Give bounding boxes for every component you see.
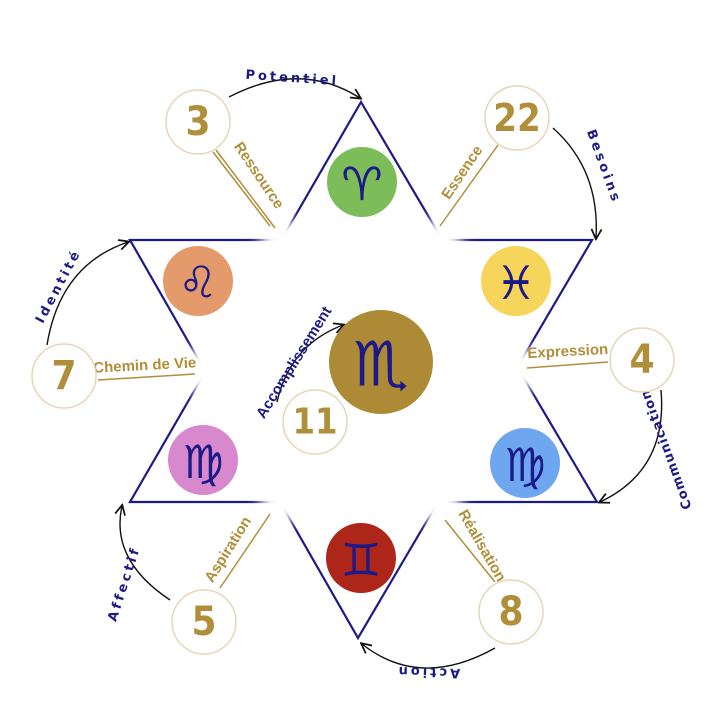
virgo-icon: ♍︎ [504, 438, 545, 492]
number-4: 4 [629, 337, 654, 383]
pisces-icon: ♓︎ [495, 256, 536, 310]
label-identite: Identité [33, 247, 85, 326]
label-action: Action [395, 663, 460, 680]
gemini-icon: ♊︎ [340, 533, 381, 587]
sign-scorpio: ♏︎ [329, 310, 433, 414]
number-3: 3 [185, 99, 210, 145]
label-affectif: Affectif [105, 544, 143, 623]
aries-icon: ♈︎ [341, 157, 382, 211]
number-circle-22 [484, 85, 550, 151]
arrow-action [362, 644, 496, 669]
number-circle-7 [31, 343, 97, 409]
label-communication: Communication [638, 387, 695, 511]
label-realisation: Réalisation [455, 507, 510, 585]
sign-gemini: ♊︎ [326, 523, 396, 593]
number-circle-11 [282, 389, 348, 455]
number-8: 8 [498, 589, 523, 635]
number-5: 5 [191, 599, 216, 645]
label-expression: Expression [527, 341, 609, 362]
label-ressource: Ressource [230, 139, 287, 212]
sign-virgo-left: ♍︎ [168, 425, 238, 495]
arrows [46, 78, 663, 669]
virgo-icon: ♍︎ [182, 435, 223, 489]
scorpio-icon: ♏︎ [353, 328, 409, 401]
leo-icon: ♌︎ [178, 258, 217, 309]
sign-leo: ♌︎ [163, 246, 233, 316]
number-7: 7 [51, 353, 76, 399]
number-circle-5 [171, 589, 237, 655]
number-11: 11 [292, 402, 337, 443]
sign-aries: ♈︎ [327, 147, 397, 217]
arrow-accomplissement [276, 325, 343, 403]
label-potentiel: Potentiel [245, 68, 340, 89]
arrow-identite [46, 242, 128, 346]
arrow-communication [600, 389, 663, 502]
number-22: 22 [493, 96, 541, 140]
number-circle-3 [165, 89, 231, 155]
sign-pisces: ♓︎ [481, 246, 551, 316]
arrow-potentiel [228, 78, 360, 98]
number-circle-8 [478, 579, 544, 645]
arrow-besoins [552, 127, 596, 238]
arrow-affectif [120, 506, 171, 601]
sign-virgo-right: ♍︎ [490, 428, 560, 498]
number-circle-4 [609, 327, 675, 393]
gold-pointer-lines [97, 144, 609, 589]
label-besoins: Besoins [583, 128, 624, 206]
label-chemin-de-vie: Chemin de Vie [93, 354, 197, 376]
